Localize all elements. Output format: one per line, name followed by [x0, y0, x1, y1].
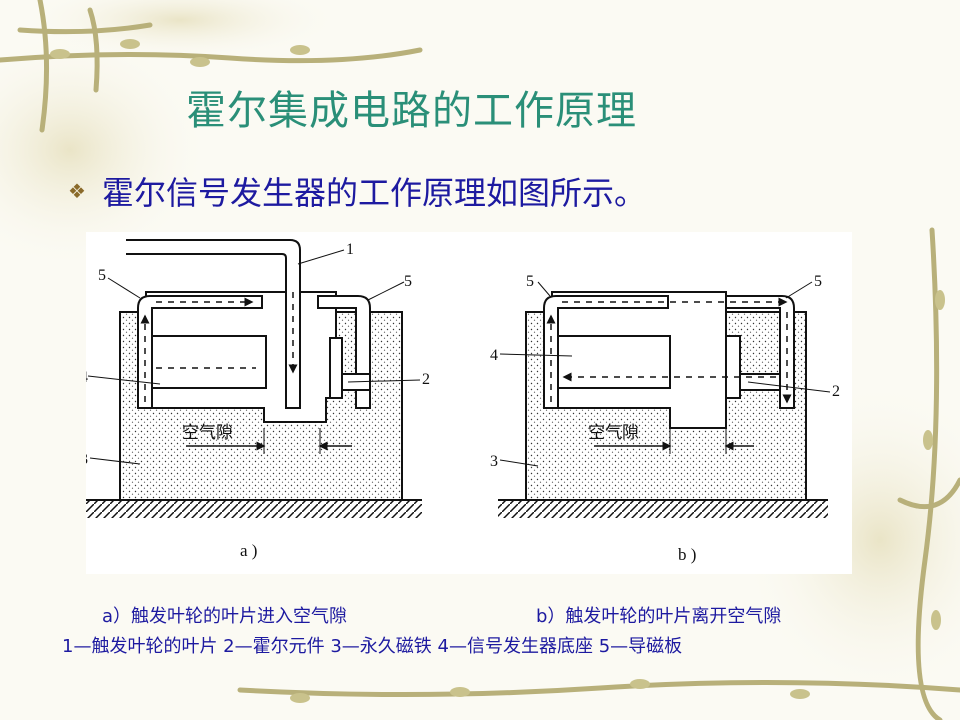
callout-5b-right: 5	[814, 273, 822, 290]
callout-5b-left: 5	[526, 273, 534, 290]
callout-3-b: 3	[490, 453, 498, 470]
part-a-label: a )	[240, 541, 257, 560]
air-gap-label-a: 空气隙	[182, 423, 233, 442]
bullet-text: 霍尔信号发生器的工作原理如图所示。	[102, 174, 647, 212]
bullet-item: ❖ 霍尔信号发生器的工作原理如图所示。	[68, 166, 646, 216]
part-b-label: b )	[678, 545, 696, 564]
callout-4-b: 4	[490, 347, 498, 364]
caption-b: b）触发叶轮的叶片离开空气隙	[536, 606, 782, 627]
diagram-a	[86, 239, 422, 518]
callout-4-a: 4	[86, 369, 88, 386]
callout-2-b: 2	[832, 383, 840, 400]
figure-drawing: 1 5 5 4 2 3 5 5 4 2 3 空气隙 空气隙 a ) b )	[80, 239, 840, 564]
callout-5a-left: 5	[98, 267, 106, 284]
caption-a: a）触发叶轮的叶片进入空气隙	[102, 606, 348, 627]
callout-1-a: 1	[346, 241, 354, 258]
diamond-bullet-icon: ❖	[68, 179, 86, 203]
callout-3-a: 3	[86, 451, 88, 468]
slide-title: 霍尔集成电路的工作原理	[186, 88, 637, 134]
caption-legend: 1—触发叶轮的叶片 2—霍尔元件 3—永久磁铁 4—信号发生器底座 5—导磁板	[62, 636, 683, 657]
callout-2-a: 2	[422, 371, 430, 388]
callout-5a-right: 5	[404, 273, 412, 290]
hall-generator-figure: 1 5 5 4 2 3 5 5 4 2 3 空气隙 空气隙 a ) b )	[80, 232, 852, 574]
air-gap-label-b: 空气隙	[588, 423, 639, 442]
diagram-b	[498, 281, 831, 518]
